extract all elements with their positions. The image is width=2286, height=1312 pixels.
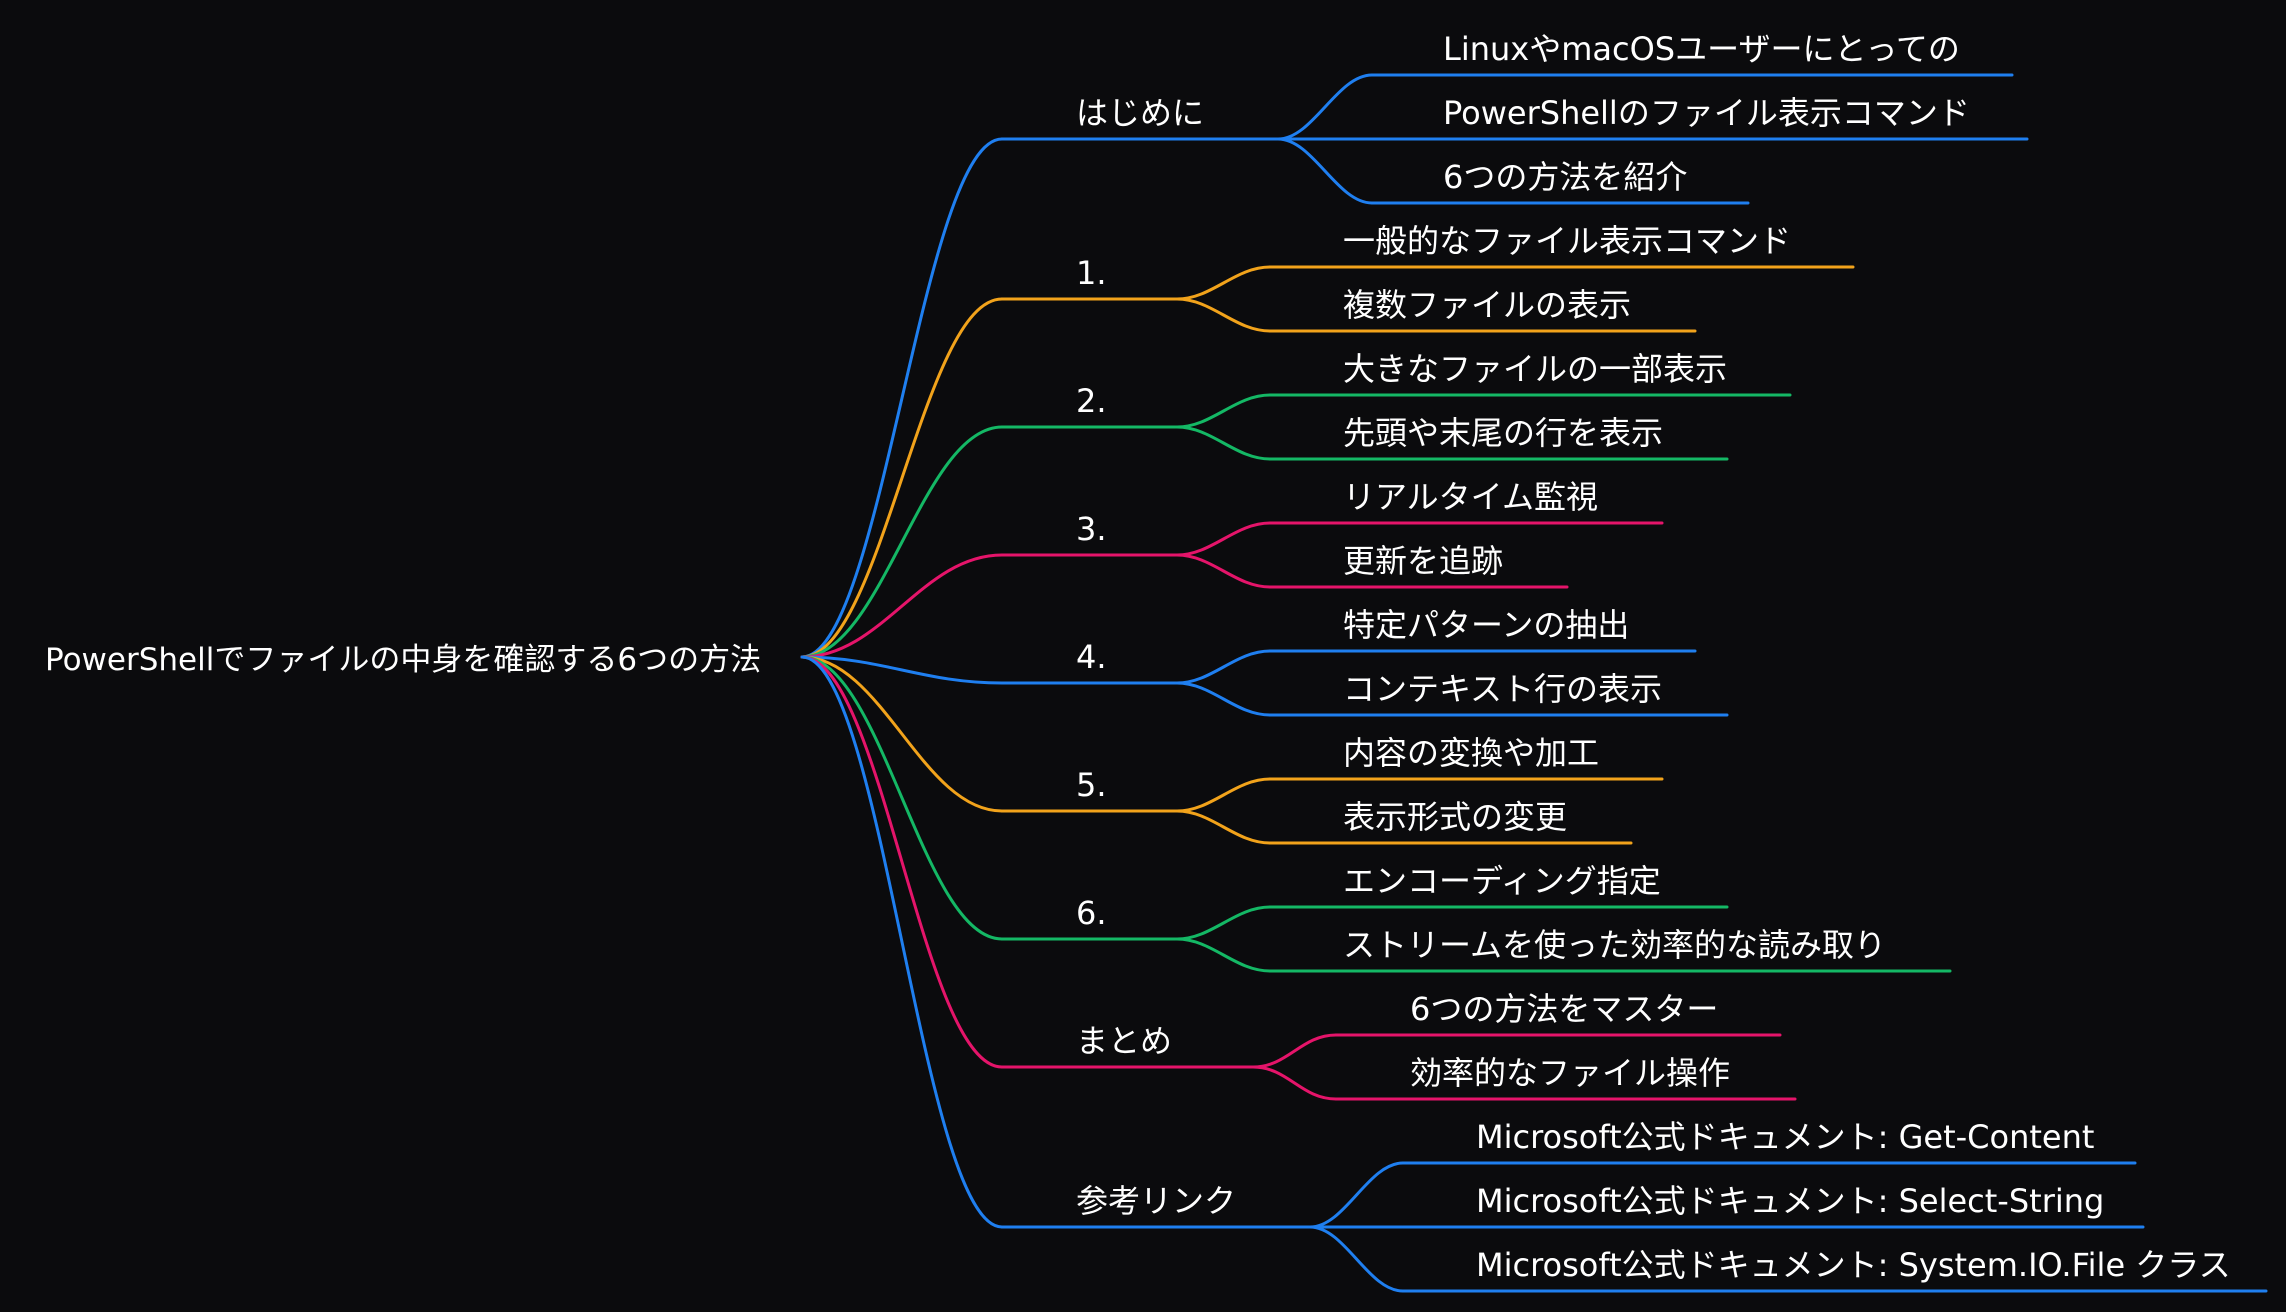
- leaf-label: Microsoft公式ドキュメント: System.IO.File クラス: [1476, 1246, 2231, 1284]
- leaf-label: 表示形式の変更: [1343, 798, 1567, 836]
- leaf-connector: [1251, 1033, 1338, 1069]
- branch-label: 6.: [1076, 894, 1107, 932]
- branch-label: 3.: [1076, 510, 1107, 548]
- leaf-connector: [1308, 1225, 1405, 1293]
- leaf-label: 内容の変換や加工: [1343, 734, 1599, 772]
- leaf-label: 効率的なファイル操作: [1410, 1054, 1730, 1092]
- branch-connector: [800, 655, 1004, 941]
- leaf-connector: [1175, 937, 1272, 973]
- leaf-connector: [1175, 393, 1272, 429]
- node-labels: PowerShellでファイルの中身を確認する6つの方法 はじめに Linuxやm…: [45, 30, 2231, 1284]
- branch-label: 参考リンク: [1076, 1182, 1236, 1220]
- branch-label: 4.: [1076, 638, 1107, 676]
- branch-connector: [800, 297, 1004, 659]
- leaf-label: リアルタイム監視: [1343, 478, 1598, 516]
- leaf-label: 一般的なファイル表示コマンド: [1343, 222, 1791, 260]
- branch-label: 5.: [1076, 766, 1107, 804]
- leaf-connector: [1175, 425, 1272, 461]
- leaf-label: Microsoft公式ドキュメント: Select-String: [1476, 1182, 2104, 1220]
- leaf-connector: [1175, 777, 1272, 813]
- branch-connector: [800, 655, 1004, 685]
- leaf-connector: [1175, 553, 1272, 589]
- leaf-label: 6つの方法を紹介: [1443, 158, 1687, 196]
- branch-label: はじめに: [1076, 94, 1204, 132]
- branch-label: まとめ: [1076, 1022, 1172, 1060]
- branch-connector: [800, 553, 1004, 659]
- leaf-connector: [1251, 1065, 1338, 1101]
- leaf-connector: [1175, 649, 1272, 685]
- leaf-connector: [1276, 73, 1374, 141]
- branch-connector: [800, 655, 1004, 1069]
- leaf-connector: [1276, 137, 1374, 205]
- connector-lines: [800, 73, 2268, 1293]
- leaf-label: 更新を追跡: [1343, 542, 1503, 580]
- leaf-label: Microsoft公式ドキュメント: Get-Content: [1476, 1118, 2094, 1156]
- leaf-connector: [1308, 1161, 1405, 1229]
- leaf-connector: [1175, 681, 1272, 717]
- leaf-label: コンテキスト行の表示: [1343, 670, 1662, 708]
- leaf-label: エンコーディング指定: [1343, 862, 1661, 900]
- leaf-label: LinuxやmacOSユーザーにとっての: [1443, 30, 1960, 68]
- leaf-label: 6つの方法をマスター: [1410, 990, 1718, 1028]
- leaf-label: 複数ファイルの表示: [1343, 286, 1631, 324]
- leaf-connector: [1175, 297, 1272, 333]
- branch-connector: [800, 425, 1004, 659]
- leaf-connector: [1175, 905, 1272, 941]
- leaf-label: 特定パターンの抽出: [1343, 606, 1629, 644]
- leaf-label: ストリームを使った効率的な読み取り: [1343, 926, 1886, 964]
- branch-label: 1.: [1076, 254, 1107, 292]
- leaf-connector: [1175, 265, 1272, 301]
- leaf-label: 大きなファイルの一部表示: [1343, 350, 1727, 388]
- leaf-connector: [1175, 521, 1272, 557]
- leaf-label: PowerShellのファイル表示コマンド: [1443, 94, 1970, 132]
- leaf-label: 先頭や末尾の行を表示: [1343, 414, 1663, 452]
- branch-connector: [800, 655, 1004, 813]
- branch-label: 2.: [1076, 382, 1107, 420]
- leaf-connector: [1175, 809, 1272, 845]
- branch-connector: [800, 137, 1004, 659]
- branch-connector: [800, 655, 1004, 1229]
- root-node-label: PowerShellでファイルの中身を確認する6つの方法: [45, 642, 761, 678]
